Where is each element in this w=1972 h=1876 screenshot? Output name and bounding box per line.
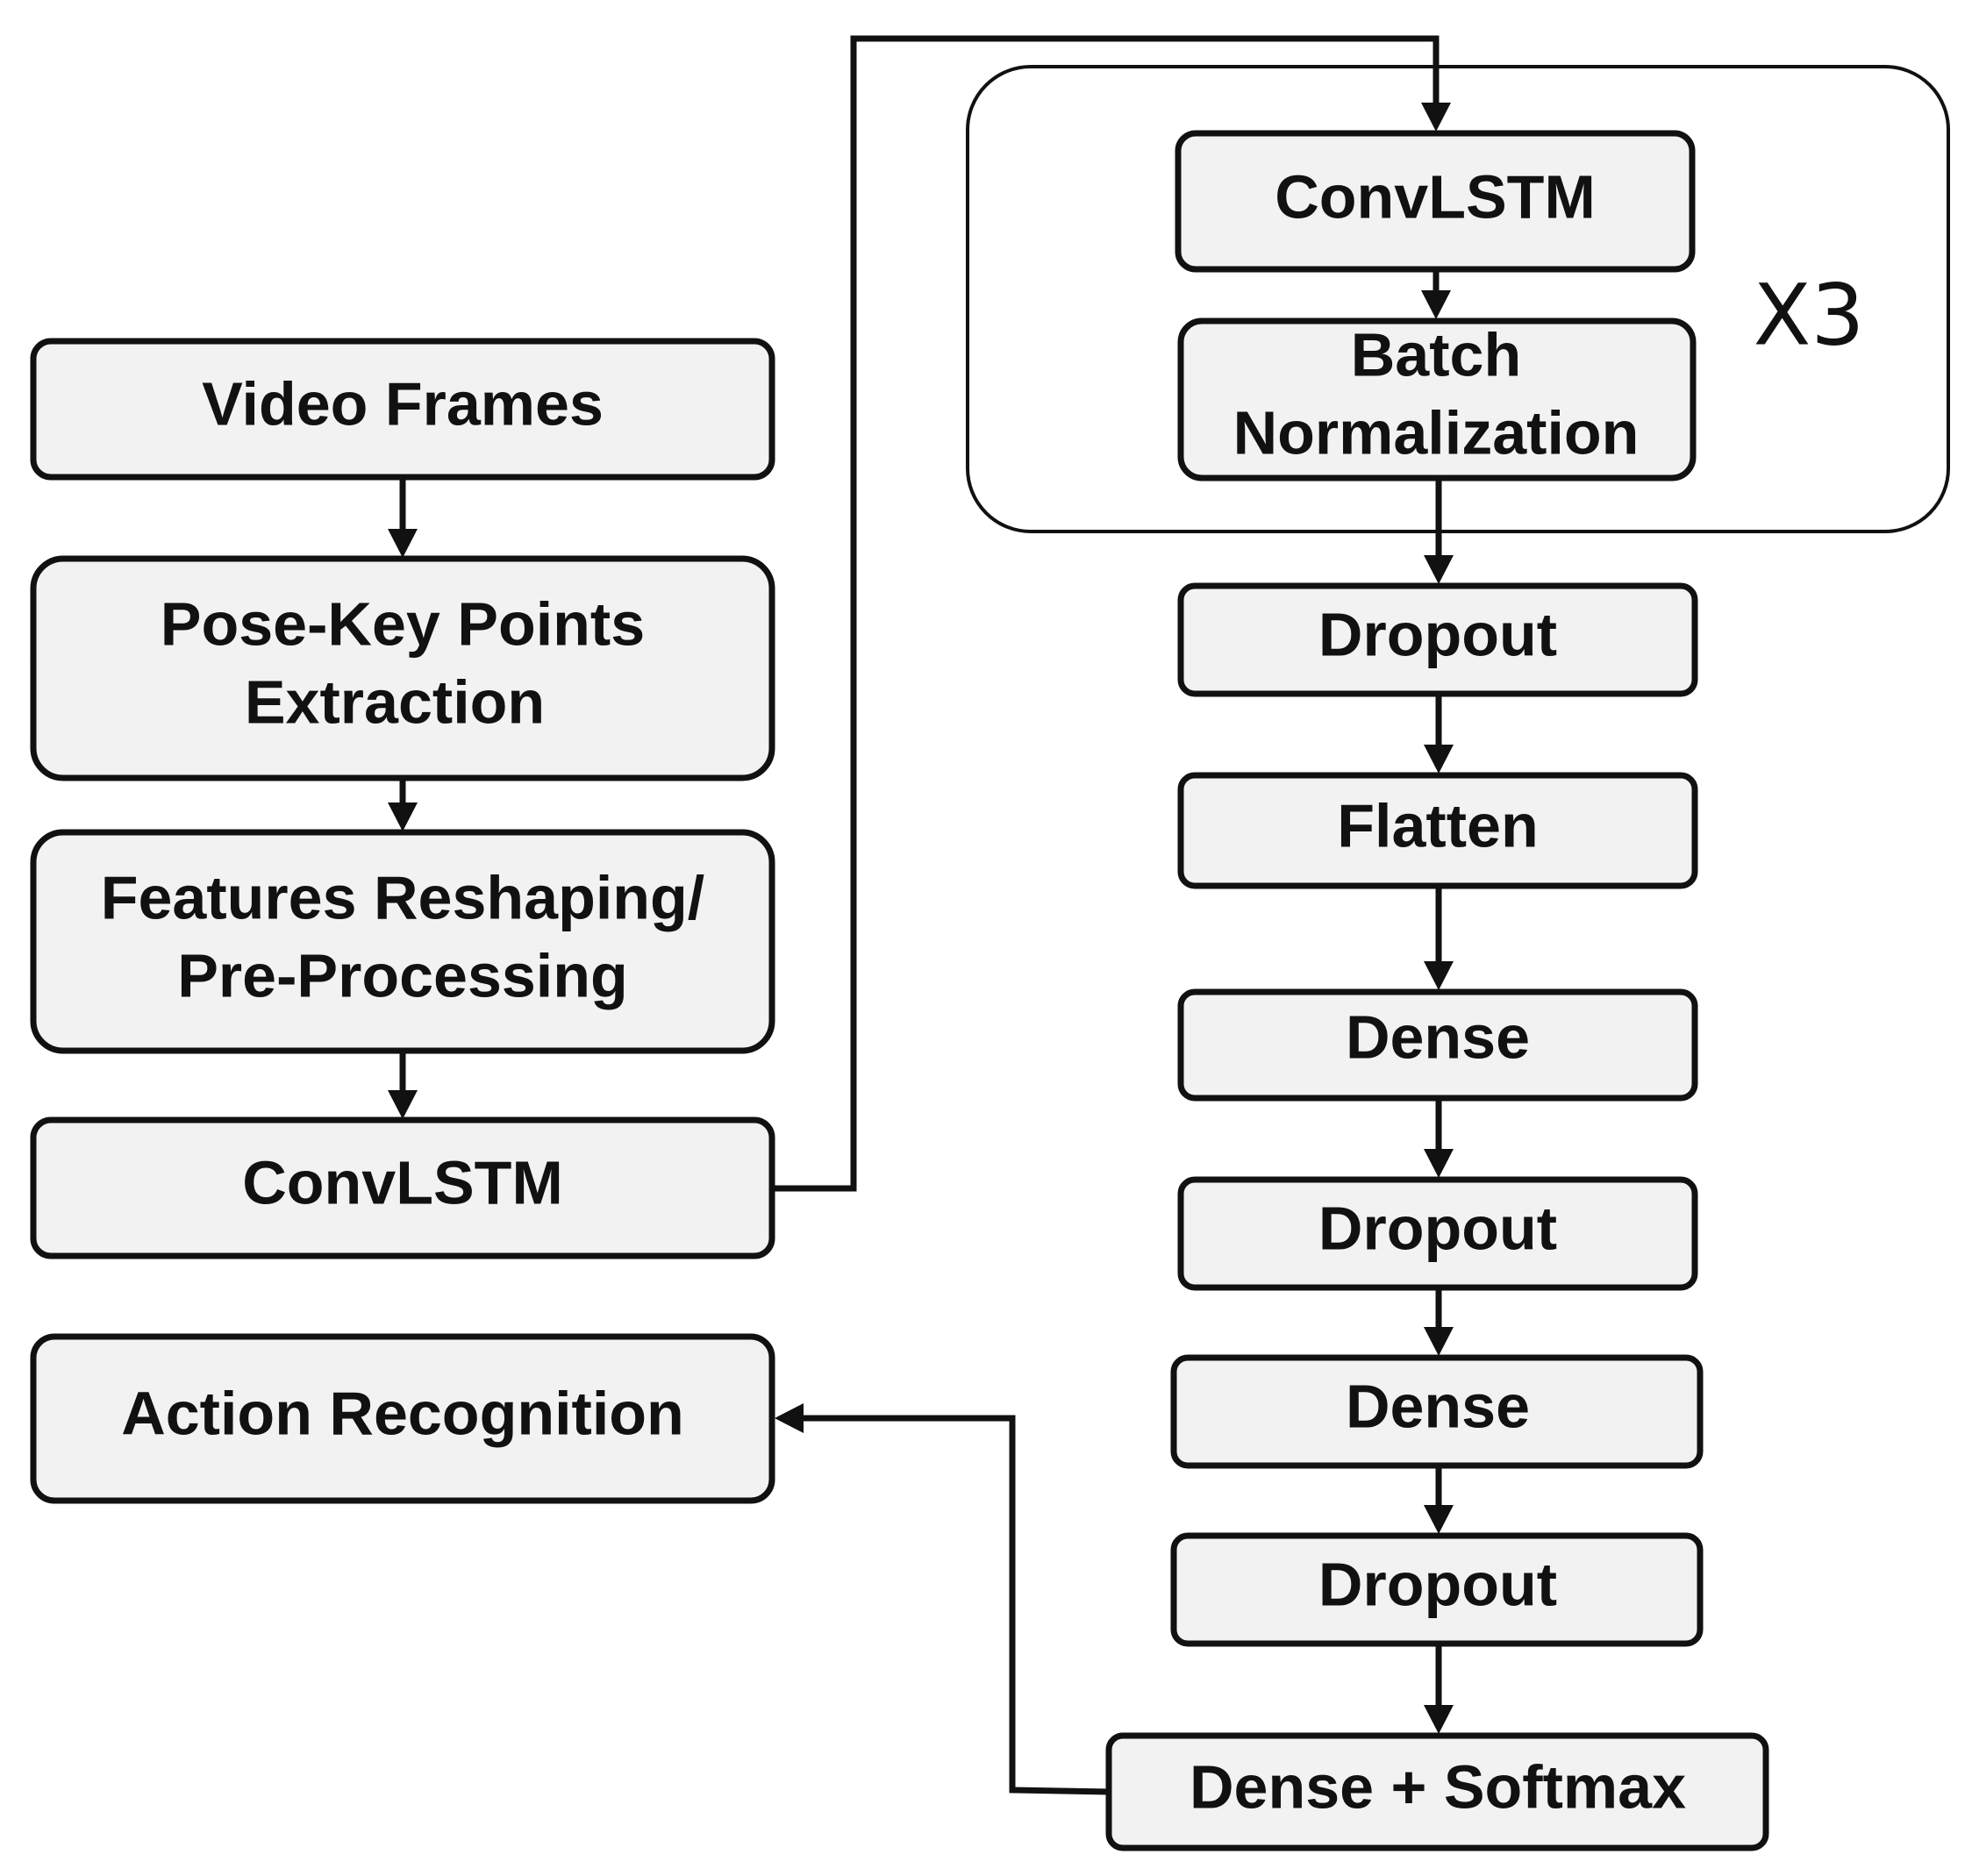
- edge-softmax-to-action: [798, 1415, 1110, 1795]
- node-features-reshaping: Features Reshaping/ Pre-Processing: [30, 829, 775, 1054]
- arrowhead: [1424, 555, 1454, 584]
- node-convlstm-input: ConvLSTM: [30, 1116, 775, 1259]
- node-action-recognition: Action Recognition: [30, 1333, 775, 1504]
- node-dense-1-label: Dense: [1346, 1002, 1530, 1071]
- arrowhead: [1424, 961, 1454, 990]
- node-dense-1: Dense: [1177, 988, 1698, 1102]
- node-flatten: Flatten: [1177, 772, 1698, 889]
- arrowhead: [388, 1090, 418, 1119]
- arrowhead: [1421, 290, 1451, 319]
- arrowhead: [1424, 1327, 1454, 1356]
- repeat-group-frame: [966, 65, 1950, 533]
- node-pose-key-points: Pose-Key Points Extraction: [30, 555, 775, 781]
- arrowhead: [1424, 1705, 1454, 1734]
- node-dense-2-label: Dense: [1346, 1372, 1530, 1440]
- arrowhead: [1424, 1505, 1454, 1534]
- node-features-reshaping-line-2: Pre-Processing: [177, 941, 628, 1009]
- node-features-reshaping-line-1: Features Reshaping/: [101, 863, 705, 931]
- node-batch-normalization-line-1: Batch: [1351, 320, 1521, 389]
- node-convlstm-input-label: ConvLSTM: [242, 1148, 563, 1216]
- node-video-frames-label: Video Frames: [202, 369, 604, 438]
- node-block-convlstm-label: ConvLSTM: [1275, 162, 1596, 231]
- arrowhead: [388, 802, 418, 831]
- node-video-frames: Video Frames: [30, 338, 775, 481]
- node-dropout-1: Dropout: [1177, 582, 1698, 697]
- node-batch-normalization: Batch Normalization: [1177, 317, 1697, 481]
- node-pose-key-points-line-1: Pose-Key Points: [161, 589, 645, 658]
- node-dense-softmax-label: Dense + Softmax: [1190, 1752, 1686, 1821]
- node-dropout-2-label: Dropout: [1318, 1194, 1557, 1262]
- edges: [388, 35, 1454, 1795]
- node-action-recognition-label: Action Recognition: [121, 1379, 684, 1447]
- node-dropout-2: Dropout: [1177, 1176, 1698, 1291]
- arrowhead: [1424, 1149, 1454, 1178]
- arrowhead: [775, 1403, 804, 1433]
- repeat-multiplier: X3: [1754, 266, 1865, 364]
- node-block-convlstm: ConvLSTM: [1175, 130, 1696, 273]
- node-dropout-3: Dropout: [1170, 1532, 1704, 1647]
- node-dense-2: Dense: [1170, 1354, 1704, 1469]
- node-dropout-3-label: Dropout: [1318, 1550, 1557, 1618]
- arrowhead: [1424, 745, 1454, 774]
- node-dense-softmax: Dense + Softmax: [1105, 1732, 1769, 1851]
- edge-convlstm-to-block: [772, 35, 1440, 1192]
- arrowhead: [1421, 103, 1451, 132]
- node-pose-key-points-line-2: Extraction: [245, 667, 545, 736]
- node-batch-normalization-line-2: Normalization: [1233, 398, 1640, 467]
- node-dropout-1-label: Dropout: [1318, 600, 1557, 668]
- arrowhead: [388, 529, 418, 558]
- node-flatten-label: Flatten: [1337, 791, 1538, 860]
